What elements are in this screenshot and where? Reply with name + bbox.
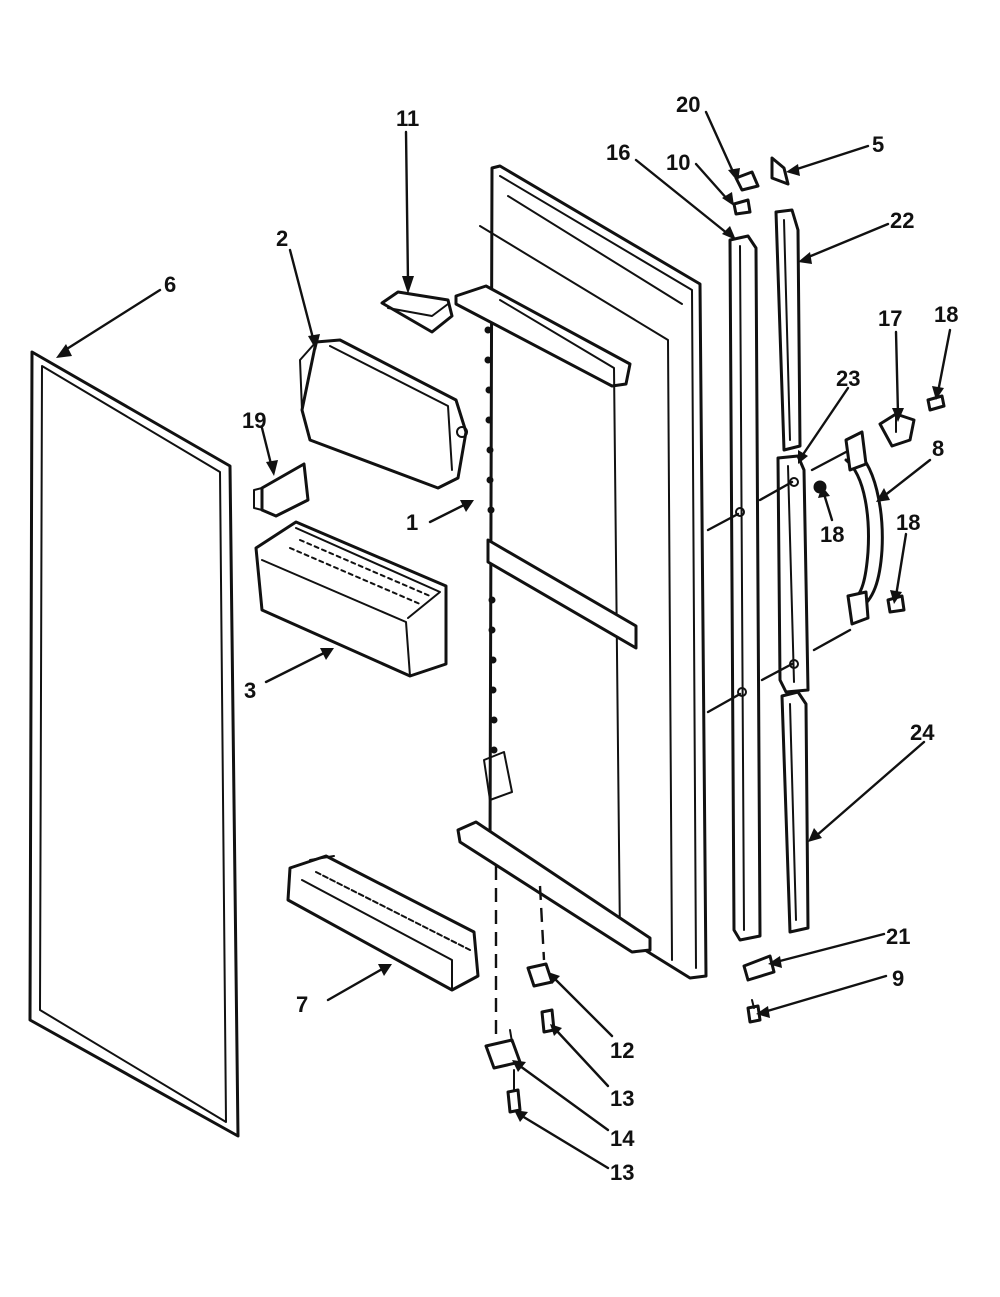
callout-24: 24 xyxy=(910,720,935,745)
callout-13-lower: 13 xyxy=(610,1160,634,1185)
door-gasket xyxy=(28,350,240,1138)
door-handle xyxy=(844,430,884,626)
callout-9: 9 xyxy=(892,966,904,991)
callout-23: 23 xyxy=(836,366,860,391)
dairy-bin xyxy=(254,520,448,678)
callout-13-upper: 13 xyxy=(610,1086,634,1111)
clip-part xyxy=(253,462,310,518)
callout-8: 8 xyxy=(932,436,944,461)
lower-trim xyxy=(780,690,810,934)
callout-20: 20 xyxy=(676,92,700,117)
bottom-hardware xyxy=(742,954,776,1024)
handle-trim xyxy=(776,454,810,694)
callout-1: 1 xyxy=(406,510,418,535)
callout-6: 6 xyxy=(164,272,176,297)
callout-19: 19 xyxy=(242,408,266,433)
callout-10: 10 xyxy=(666,150,690,175)
callout-7: 7 xyxy=(296,992,308,1017)
screws-18 xyxy=(813,394,946,614)
hinge-hardware xyxy=(484,866,556,1114)
callout-11: 11 xyxy=(396,106,419,131)
door-bin xyxy=(286,854,480,992)
callout-14: 14 xyxy=(610,1126,635,1151)
upper-trim xyxy=(774,208,802,452)
door-liner xyxy=(454,164,708,980)
callout-18-middle: 18 xyxy=(820,522,844,547)
callout-12: 12 xyxy=(610,1038,634,1063)
dairy-compartment-door xyxy=(299,338,468,490)
callout-22: 22 xyxy=(890,208,914,233)
callout-17: 17 xyxy=(878,306,902,331)
callout-5: 5 xyxy=(872,132,884,157)
assembly-lines xyxy=(706,450,852,714)
top-hardware xyxy=(732,156,790,216)
callout-16: 16 xyxy=(606,140,630,165)
callout-21: 21 xyxy=(886,924,910,949)
trim-strip-left xyxy=(728,234,762,942)
leader-lines xyxy=(56,110,952,1170)
callout-2: 2 xyxy=(276,226,288,251)
callout-18-right: 18 xyxy=(896,510,920,535)
callout-3: 3 xyxy=(244,678,256,703)
cap-part xyxy=(380,290,454,334)
callout-numbers: 11 2 6 19 1 3 7 20 10 16 5 22 17 18 23 8… xyxy=(164,92,958,1185)
liner-holes xyxy=(484,326,498,754)
callout-18-top: 18 xyxy=(934,302,958,327)
